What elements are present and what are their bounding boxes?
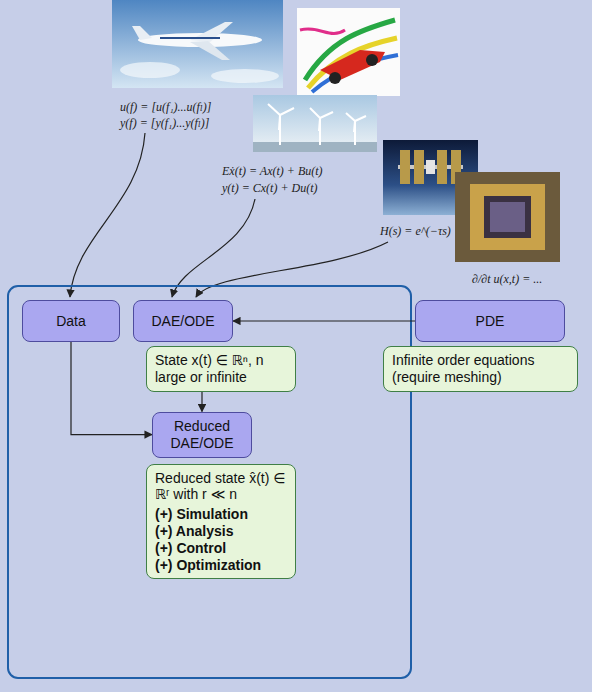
reduced-model-box: Reduced DAE/ODE: [152, 412, 252, 458]
box-text: DAE/ODE: [151, 313, 214, 330]
box-text: Data: [56, 313, 86, 330]
source-arrow: [70, 133, 388, 297]
list-item: (+) Optimization: [155, 557, 287, 574]
flow-arrow: [201, 392, 202, 412]
model-box: DAE/ODE: [133, 300, 233, 342]
box-text: State x(t) ∈ ℝⁿ, n large or infinite: [155, 352, 287, 386]
equation-label: y(f) = [y(f₁)...y(fₗ)]: [120, 116, 209, 131]
flow-arrow: [233, 320, 415, 321]
equation-label: y(t) = Cx(t) + Du(t): [222, 181, 318, 196]
list-item: (+) Control: [155, 540, 287, 557]
source-arrow: [196, 242, 388, 297]
wind-turbine-photo: [253, 95, 377, 152]
box-text: PDE: [476, 313, 505, 330]
source-arrow: [70, 133, 145, 297]
equation-label: u(f) = [u(f₁)...u(fₗ)]: [120, 100, 212, 115]
source-box: Data: [22, 300, 120, 342]
note-box: State x(t) ∈ ℝⁿ, n large or infinite: [146, 346, 296, 392]
note-box: Reduced state x̂(t) ∈ ℝʳ with r ≪ n (+) S…: [146, 464, 296, 580]
source-arrow: [172, 199, 255, 297]
equation-label: H(s) = e^(−τs): [380, 224, 451, 239]
airplane-photo: [112, 0, 283, 88]
flow-arrow: [71, 342, 152, 435]
list-item: (+) Analysis: [155, 523, 287, 540]
equation-label: ∂/∂t u(x,t) = ...: [472, 272, 542, 287]
model-box: PDE: [415, 300, 565, 342]
chip-photo: [455, 172, 560, 262]
box-text: Infinite order equations (require meshin…: [392, 352, 569, 386]
note-box: Infinite order equations (require meshin…: [383, 346, 578, 392]
list-item: (+) Simulation: [155, 506, 287, 523]
box-text: Reduced state x̂(t) ∈ ℝʳ with r ≪ n: [155, 470, 287, 504]
racecar-photo: [297, 8, 400, 96]
equation-label: Eẋ(t) = Ax(t) + Bu(t): [222, 164, 323, 179]
model-frame: [8, 286, 411, 678]
box-text: Reduced DAE/ODE: [159, 418, 245, 452]
